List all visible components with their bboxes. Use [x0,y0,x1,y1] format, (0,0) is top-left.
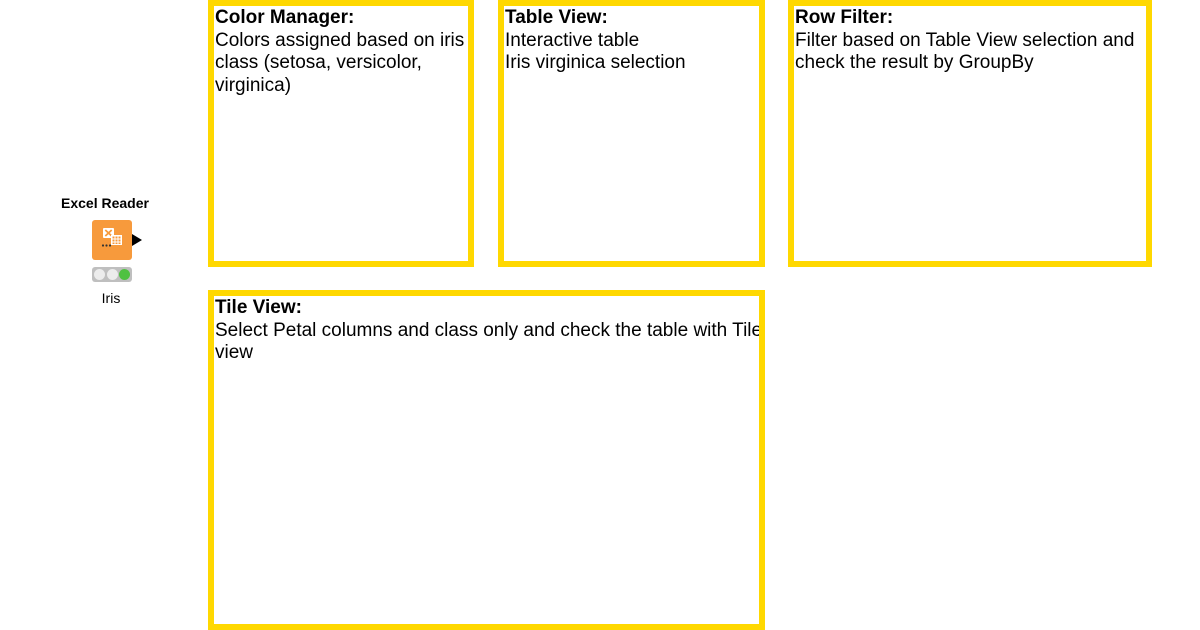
status-light-yellow [106,269,118,280]
node-label[interactable]: Iris [101,290,121,306]
excel-reader-node[interactable]: Excel Reader [40,194,170,314]
annotation-text: Iris virginica selection [505,52,686,73]
node-body[interactable] [92,220,132,260]
annotation-text: view [215,342,254,363]
status-light-red [94,269,105,280]
annotation-text: virginica) [215,74,292,96]
annotation-tile-view[interactable]: Tile View: Select Petal columns and clas… [208,290,765,630]
annotation-row-filter[interactable]: Row Filter: Filter based on Table View s… [788,0,1152,267]
annotation-color-manager[interactable]: Color Manager: Colors assigned based on … [208,0,474,267]
annotation-title: Row Filter: [795,7,894,28]
excel-reader-icon [101,228,122,247]
annotation-title: Color Manager: [215,7,355,28]
status-light-green [119,269,130,280]
annotation-text: check the result by GroupBy [795,52,1034,73]
annotation-table-view[interactable]: Table View: Interactive table Iris virgi… [498,0,765,267]
node-title[interactable]: Excel Reader [61,195,149,211]
annotation-text: Colors assigned based on iris [215,29,465,51]
annotation-text: class (setosa, versicolor, [215,52,422,73]
annotation-text: Filter based on Table View selection and [795,29,1135,51]
annotation-text: Select Petal columns and class only and … [215,319,763,341]
node-status-traffic-light [92,267,132,282]
annotation-text: Interactive table [505,29,640,51]
annotation-title: Tile View: [215,297,302,318]
annotation-title: Table View: [505,7,608,28]
output-port[interactable] [132,234,142,246]
